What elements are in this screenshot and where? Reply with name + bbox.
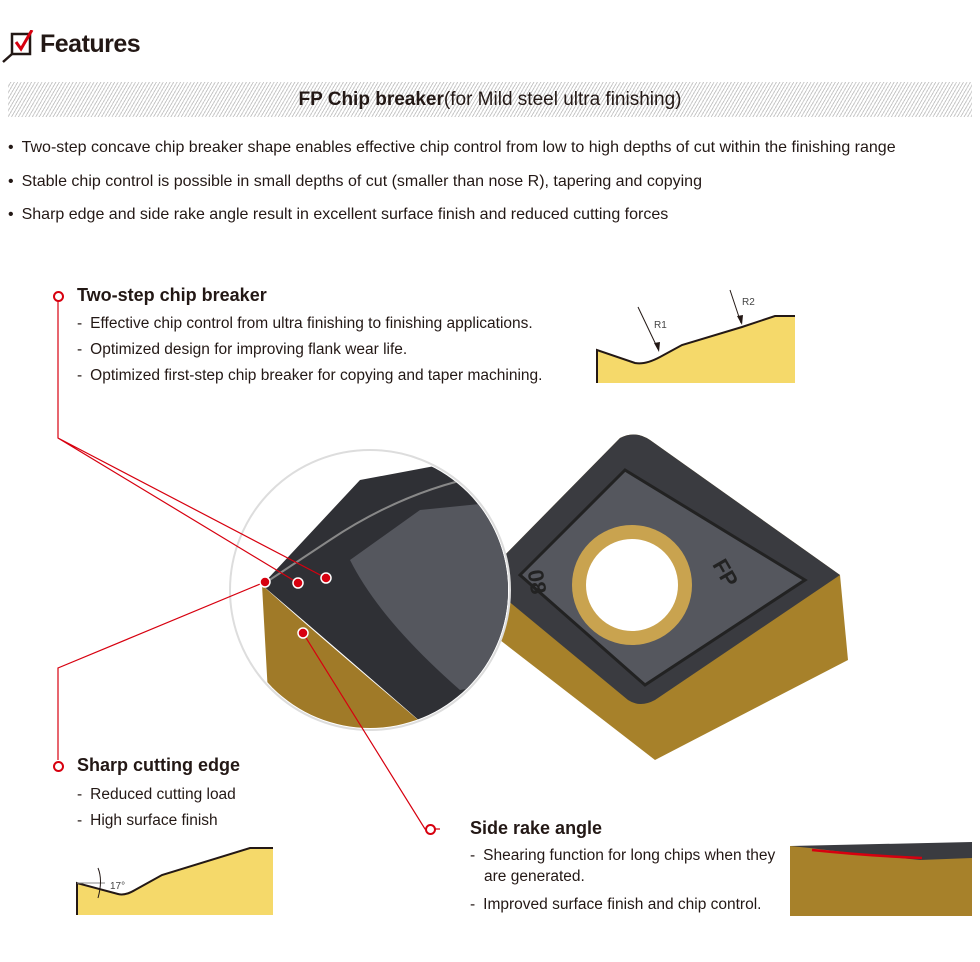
bullet-item: Two-step concave chip breaker shape enab… xyxy=(8,139,896,157)
bullet-item: Stable chip control is possible in small… xyxy=(8,173,702,191)
banner-subtitle: (for Mild steel ultra finishing) xyxy=(443,89,682,110)
checkbox-check-icon xyxy=(2,30,34,63)
section-item: High surface finish xyxy=(77,808,236,834)
section-item: Optimized design for improving flank wea… xyxy=(77,337,542,363)
two-step-profile-diagram: R1 R2 xyxy=(596,289,795,383)
section-banner: FP Chip breaker(for Mild steel ultra fin… xyxy=(8,82,972,117)
callout-dot xyxy=(53,761,64,772)
page-title: Features xyxy=(40,30,141,58)
banner-title: FP Chip breaker xyxy=(298,89,444,110)
section-title: Sharp cutting edge xyxy=(77,755,241,775)
bullet-item: Sharp edge and side rake angle result in… xyxy=(8,206,669,224)
sharp-edge-profile-diagram: 17° xyxy=(76,847,273,915)
callout-dot xyxy=(53,291,64,302)
angle-label: 17° xyxy=(110,881,125,892)
section-title: Side rake angle xyxy=(470,818,603,838)
r1-label: R1 xyxy=(654,320,667,331)
section-item: Effective chip control from ultra finish… xyxy=(77,311,542,337)
callout-dot xyxy=(425,824,436,835)
section-title: Two-step chip breaker xyxy=(77,285,267,305)
side-rake-photo xyxy=(790,842,972,916)
section-item: Improved surface finish and chip control… xyxy=(470,892,780,918)
insert-mark-size: 08 xyxy=(523,568,552,596)
section-item: Optimized first-step chip breaker for co… xyxy=(77,363,542,389)
section-item: Shearing function for long chips when th… xyxy=(470,845,780,887)
r2-label: R2 xyxy=(742,297,755,308)
section-item: Reduced cutting load xyxy=(77,782,236,808)
